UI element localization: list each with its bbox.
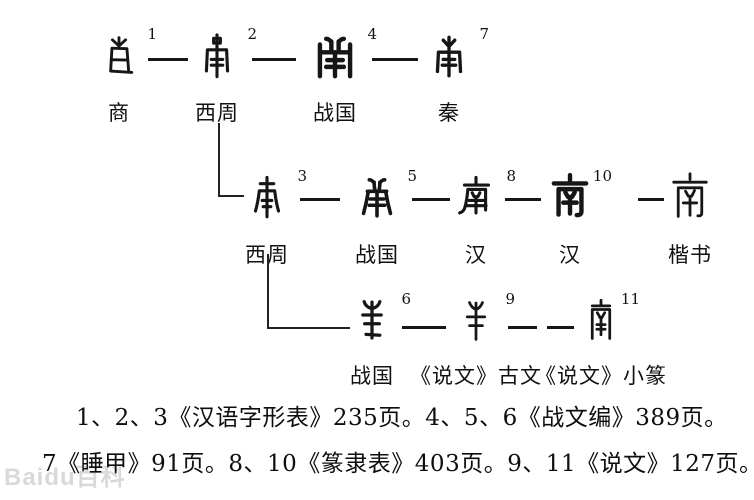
glyph-number: 5 <box>407 167 417 185</box>
link-dash <box>638 198 664 201</box>
link-dash <box>372 58 418 61</box>
link-dash <box>547 326 574 329</box>
link-dash <box>300 198 340 201</box>
link-dash <box>252 58 296 61</box>
branch-connector-vertical <box>218 123 220 197</box>
char-cell-2: 2 西周 <box>132 25 302 127</box>
char-cell-4: 4 战国 <box>250 25 420 127</box>
period-label: 《说文》小篆 <box>535 364 667 388</box>
link-dash <box>148 58 188 61</box>
period-label: 汉 <box>465 243 487 267</box>
branch-connector-horizontal <box>267 327 350 329</box>
link-dash <box>402 326 446 329</box>
period-label: 西周 <box>182 239 352 269</box>
glyph-number: 10 <box>592 167 612 185</box>
bronze-bell-nan-glyph-icon <box>253 175 281 219</box>
glyph-number: 4 <box>367 25 377 43</box>
period-label: 楷书 <box>668 243 712 267</box>
char-cell-10: 10 汉 <box>485 167 655 269</box>
warring-states-nan-glyph-icon <box>317 36 353 79</box>
period-label: 战国 <box>355 243 399 267</box>
period-label: 战国 <box>313 101 357 125</box>
oracle-bone-nan-glyph-icon <box>109 36 134 74</box>
citation-line-1: 1、2、3《汉语字形表》235页。4、5、6《战文编》389页。 <box>76 405 728 431</box>
qin-nan-glyph-icon <box>435 35 463 78</box>
char-cell-3: 3 西周 <box>182 167 352 269</box>
glyph-number: 8 <box>506 167 516 185</box>
glyph-number: 6 <box>401 290 411 308</box>
link-dash <box>505 198 541 201</box>
glyph-number: 1 <box>147 25 157 43</box>
glyph-number: 9 <box>505 290 515 308</box>
link-dash <box>508 326 537 329</box>
warring-states-guwen-nan-glyph-icon <box>361 300 383 340</box>
period-label: 商 <box>108 101 130 125</box>
glyph-number: 7 <box>479 25 489 43</box>
shuowen-guwen-nan-glyph-icon <box>465 301 487 341</box>
kaishu-nan-glyph-icon <box>672 172 708 218</box>
bronze-nan-glyph-icon <box>204 33 230 79</box>
glyph-number: 11 <box>620 290 640 308</box>
char-cell-kaishu: 楷书 <box>605 170 754 269</box>
branch-connector-vertical <box>267 254 269 329</box>
char-cell-5: 5 战国 <box>292 167 462 269</box>
han-early-clerical-nan-glyph-icon <box>458 175 491 215</box>
period-label: 汉 <box>559 243 581 267</box>
citation-line-2: 7《睡甲》91页。8、10《篆隶表》403页。9、11《说文》127页。 <box>42 451 754 477</box>
period-label: 《说文》古文 <box>410 364 542 388</box>
char-cell-11: 11 《说文》小篆 <box>516 290 686 390</box>
warring-states-2-nan-glyph-icon <box>361 178 393 218</box>
char-cell-7: 7 秦 <box>364 25 534 127</box>
link-dash <box>412 198 450 201</box>
han-clerical-nan-glyph-icon <box>551 172 589 218</box>
char-cell-1: 1 商 <box>34 25 204 127</box>
period-label: 西周 <box>195 101 239 125</box>
glyph-number: 3 <box>297 167 307 185</box>
char-cell-9: 9 《说文》古文 <box>391 290 561 390</box>
period-label: 秦 <box>438 101 460 125</box>
branch-connector-horizontal <box>218 195 244 197</box>
char-cell-8: 8 汉 <box>391 167 561 269</box>
baidu-baike-watermark: Baidu百科 <box>4 464 126 491</box>
char-cell-6: 6 战国 <box>287 290 457 390</box>
glyph-number: 2 <box>247 25 257 43</box>
period-label: 战国 <box>350 364 394 388</box>
shuowen-xiaozhuan-nan-glyph-icon <box>590 298 612 340</box>
